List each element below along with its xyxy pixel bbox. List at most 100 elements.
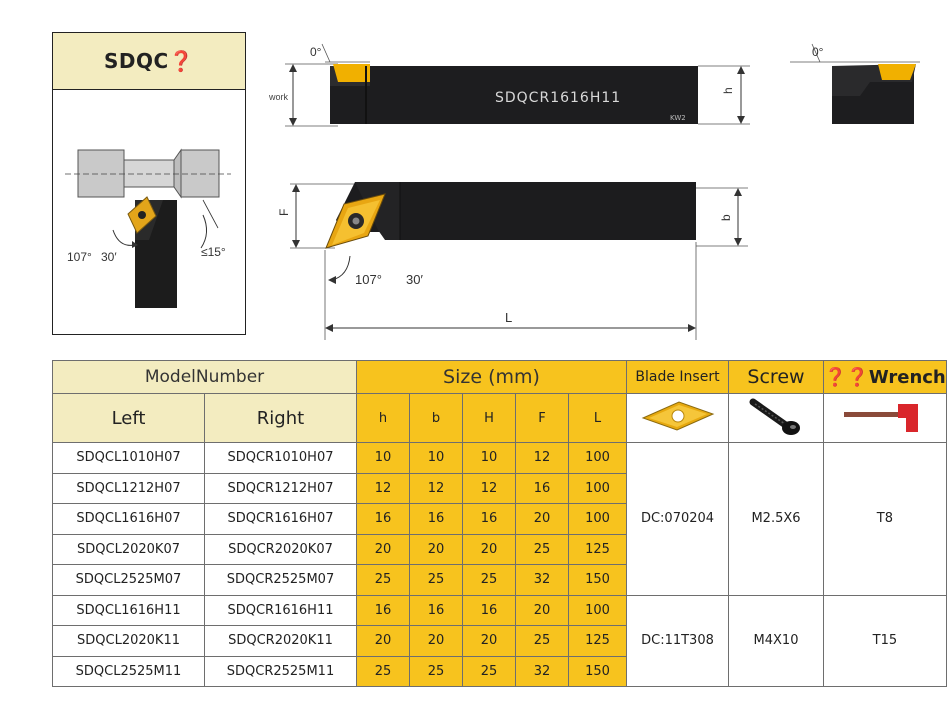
b-cell: 16 (409, 503, 463, 535)
table-row: SDQCL2020K11 SDQCR2020K11 20 20 20 25 12… (52, 625, 947, 657)
left-model-cell: SDQCL1616H11 (52, 594, 205, 626)
H-cell: 16 (462, 594, 516, 626)
title-panel: SDQC❓ 107° 30′ ≤15° (52, 32, 246, 335)
b-cell: 16 (409, 594, 463, 626)
screw-header: Screw (728, 360, 824, 394)
F-cell: 20 (515, 594, 569, 626)
table-row: SDQCL1010H07 SDQCR1010H07 10 10 10 12 10… (52, 442, 947, 596)
top-deg-right: 0° (812, 45, 824, 59)
right-model-cell: SDQCR2525M11 (204, 655, 357, 687)
b-cell: 25 (409, 655, 463, 687)
insert-cell-group2: DC:11T308 (626, 594, 729, 687)
left-model-cell: SDQCL1616H07 (52, 503, 205, 535)
L-cell: 125 (568, 533, 627, 565)
h-cell: 25 (356, 655, 410, 687)
screw-cell-group2: M4X10 (728, 594, 824, 687)
h-cell: 20 (356, 625, 410, 657)
wrench-cell-group2: T15 (823, 594, 947, 687)
F-cell: 20 (515, 503, 569, 535)
table-row: SDQCL1616H07 SDQCR1616H07 16 16 16 20 10… (52, 503, 947, 535)
H-cell: 20 (462, 533, 516, 565)
L-label: L (505, 310, 512, 325)
left-model-cell: SDQCL1212H07 (52, 472, 205, 504)
product-title: SDQC❓ (53, 33, 245, 90)
L-cell: 100 (568, 503, 627, 535)
H-cell: 20 (462, 625, 516, 657)
F-cell: 32 (515, 655, 569, 687)
right-model-cell: SDQCR2020K11 (204, 625, 357, 657)
work-label: work (268, 92, 289, 102)
L-cell: 100 (568, 472, 627, 504)
wrench-cell-group1: T8 (823, 442, 947, 596)
h-cell: 25 (356, 564, 410, 596)
engraving-text: SDQCR1616H11 (495, 90, 621, 106)
h-cell: 20 (356, 533, 410, 565)
L-cell: 150 (568, 655, 627, 687)
wrench-image (823, 393, 947, 443)
F-label: F (277, 209, 291, 216)
left-model-cell: SDQCL1010H07 (52, 442, 205, 474)
b-cell: 20 (409, 533, 463, 565)
table-row: SDQCL2525M07 SDQCR2525M07 25 25 25 32 15… (52, 564, 947, 596)
right-model-cell: SDQCR1616H11 (204, 594, 357, 626)
F-cell: 12 (515, 442, 569, 474)
dim-b-header: b (409, 393, 463, 443)
left-header: Left (52, 393, 205, 443)
b-cell: 12 (409, 472, 463, 504)
F-cell: 25 (515, 625, 569, 657)
H-cell: 25 (462, 564, 516, 596)
F-cell: 32 (515, 564, 569, 596)
angle-30-label: 30′ (101, 250, 117, 264)
side-view-diagram: F b 107° 30′ L (277, 182, 748, 340)
screw-cell-group1: M2.5X6 (728, 442, 824, 596)
spec-table: ModelNumber Size (mm) Blade Insert Screw… (52, 360, 947, 687)
dim-L-header: L (568, 393, 627, 443)
wrench-header: ❓❓Wrench (823, 360, 947, 394)
dim-h-header: h (356, 393, 410, 443)
model-header: ModelNumber (52, 360, 357, 394)
dim-F-header: F (515, 393, 569, 443)
angle-15-label: ≤15° (201, 245, 226, 259)
right-model-cell: SDQCR1616H07 (204, 503, 357, 535)
H-cell: 25 (462, 655, 516, 687)
screw-image (728, 393, 824, 443)
b-cell: 10 (409, 442, 463, 474)
L-cell: 150 (568, 564, 627, 596)
L-cell: 100 (568, 442, 627, 474)
side-angle-30: 30′ (406, 272, 423, 287)
right-model-cell: SDQCR2525M07 (204, 564, 357, 596)
side-angle-107: 107° (355, 272, 382, 287)
header-row-2: Left Right h b H F L (52, 393, 947, 443)
top-view-diagram: 0° 0° work SDQCR1616H11 KW2 h (268, 43, 920, 127)
table-row: SDQCL1616H11 SDQCR1616H11 16 16 16 20 10… (52, 594, 947, 687)
F-cell: 16 (515, 472, 569, 504)
angle-107-label: 107° (67, 250, 92, 264)
h-cell: 16 (356, 503, 410, 535)
table-row: SDQCL2020K07 SDQCR2020K07 20 20 20 25 12… (52, 533, 947, 565)
insert-cell-group1: DC:070204 (626, 442, 729, 596)
wrench-icon (843, 404, 918, 432)
left-diagram: 107° 30′ ≤15° (65, 148, 231, 308)
insert-header: Blade Insert (626, 360, 729, 394)
L-cell: 125 (568, 625, 627, 657)
b-cell: 20 (409, 625, 463, 657)
left-model-cell: SDQCL2020K07 (52, 533, 205, 565)
F-cell: 25 (515, 533, 569, 565)
h-cell: 10 (356, 442, 410, 474)
table-row: SDQCL2525M11 SDQCR2525M11 25 25 25 32 15… (52, 655, 947, 687)
table-row: SDQCL1212H07 SDQCR1212H07 12 12 12 16 10… (52, 472, 947, 504)
dim-H-header: H (462, 393, 516, 443)
right-model-cell: SDQCR2020K07 (204, 533, 357, 565)
left-model-cell: SDQCL2525M07 (52, 564, 205, 596)
H-cell: 16 (462, 503, 516, 535)
b-label: b (719, 214, 733, 221)
screw-icon (749, 398, 800, 435)
right-model-cell: SDQCR1010H07 (204, 442, 357, 474)
top-deg-left: 0° (310, 45, 322, 59)
h-label: h (721, 87, 735, 94)
h-cell: 12 (356, 472, 410, 504)
b-cell: 25 (409, 564, 463, 596)
H-cell: 12 (462, 472, 516, 504)
right-header: Right (204, 393, 357, 443)
h-cell: 16 (356, 594, 410, 626)
